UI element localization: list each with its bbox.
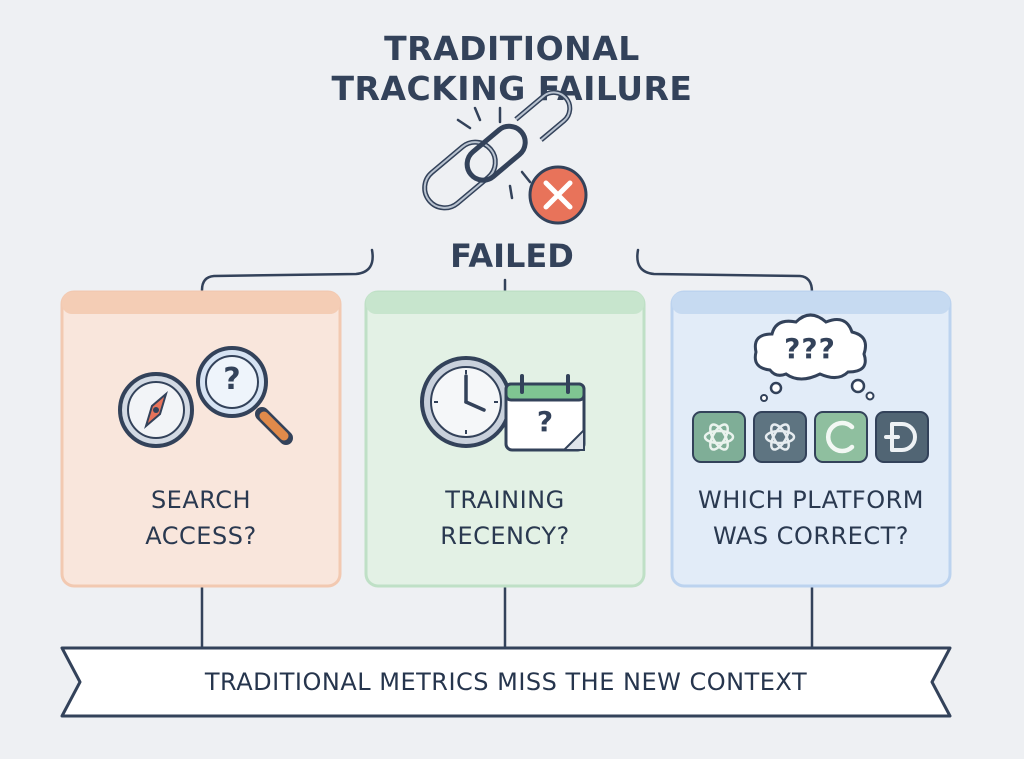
calendar-question-mark: ? bbox=[536, 405, 554, 438]
broken-chain-icon bbox=[422, 89, 573, 211]
compass-icon bbox=[118, 372, 194, 448]
card-label-line-2: RECENCY? bbox=[440, 522, 570, 550]
perplexity-icon bbox=[875, 411, 929, 463]
calendar-icon bbox=[504, 374, 586, 452]
title-line-1: TRADITIONAL bbox=[384, 29, 640, 68]
thought-question-marks: ??? bbox=[784, 332, 836, 365]
openai-dark-icon bbox=[753, 411, 807, 463]
magnifier-icon bbox=[196, 346, 293, 445]
banner-ribbon bbox=[60, 646, 952, 718]
card-search-access: SEARCH ACCESS? bbox=[62, 292, 340, 586]
fail-x-icon bbox=[528, 165, 588, 225]
card-label-line-2: WAS CORRECT? bbox=[712, 522, 910, 550]
card-label-line-2: ACCESS? bbox=[145, 522, 257, 550]
clock-icon bbox=[420, 356, 512, 448]
card-backgrounds bbox=[60, 290, 952, 588]
card-label-line-1: TRAINING bbox=[445, 486, 565, 514]
connector-lines bbox=[200, 248, 814, 650]
failed-status-label: FAILED bbox=[450, 237, 574, 275]
banner-text: TRADITIONAL METRICS MISS THE NEW CONTEXT bbox=[204, 668, 808, 696]
card-training-recency: TRAINING RECENCY? bbox=[366, 292, 644, 586]
openai-icon bbox=[692, 411, 746, 463]
card-label-line-1: WHICH PLATFORM bbox=[698, 486, 924, 514]
magnifier-question-mark: ? bbox=[223, 362, 241, 397]
title-line-2: TRACKING FAILURE bbox=[331, 69, 693, 108]
thought-bubble-icon bbox=[753, 313, 875, 402]
card-label-line-1: SEARCH bbox=[150, 486, 252, 514]
card-which-platform: WHICH PLATFORM WAS CORRECT? bbox=[672, 292, 950, 586]
claude-icon bbox=[814, 411, 868, 463]
